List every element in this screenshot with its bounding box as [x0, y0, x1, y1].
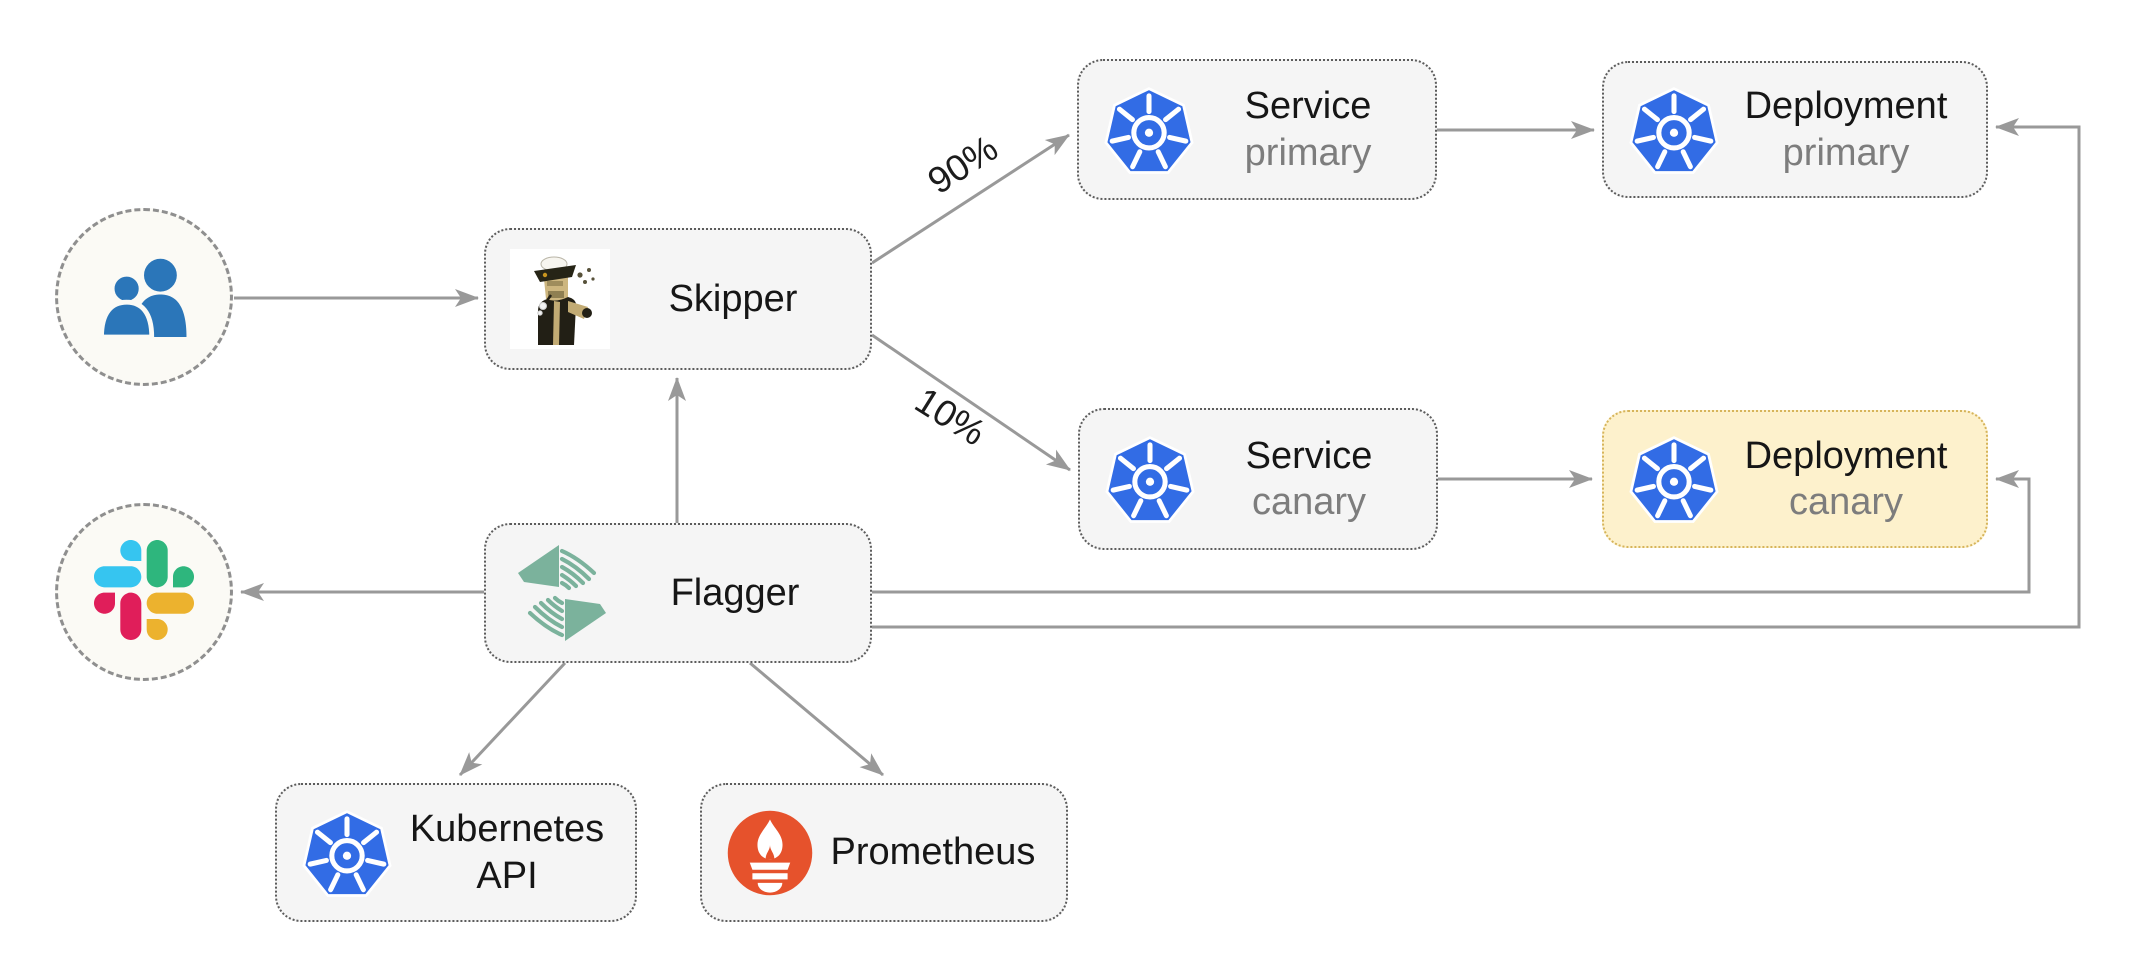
edge-skipper-service-canary: [871, 333, 1071, 472]
deployment-primary-sublabel: primary: [1782, 131, 1910, 174]
deployment-canary-sublabel: canary: [1788, 481, 1904, 523]
deployment-primary-label: Deployment: [1744, 85, 1948, 128]
edge-skipper-service-primary: [871, 133, 1070, 265]
prometheus-icon: [726, 809, 814, 897]
edge-flagger-deployment-primary: [872, 118, 2081, 629]
flagger-label: Flagger: [670, 571, 800, 614]
skipper-icon: [510, 249, 610, 349]
edge-flagger-deployment-canary: [872, 470, 2031, 594]
service-canary-label: Service: [1245, 434, 1373, 477]
kubernetes-icon: [1628, 433, 1720, 525]
deployment-canary-label: Deployment: [1744, 434, 1948, 477]
skipper-label: Skipper: [668, 277, 798, 320]
edge-flagger-prometheus: [749, 661, 884, 777]
kubernetes-icon: [301, 807, 393, 899]
kubernetes-icon: [1103, 84, 1195, 176]
edge-flagger-kubernetes-api: [458, 661, 567, 777]
service-primary-node: Service primary: [1077, 59, 1437, 200]
service-primary-label: Service: [1244, 85, 1372, 128]
prometheus-label: Prometheus: [830, 831, 1036, 874]
deployment-primary-node: Deployment primary: [1602, 61, 1988, 198]
kubernetes-api-label: Kubernetes API: [409, 808, 605, 897]
users-icon: [88, 246, 200, 348]
service-primary-sublabel: primary: [1244, 131, 1372, 174]
kubernetes-icon: [1104, 433, 1196, 525]
users-node: [55, 208, 233, 386]
skipper-node: Skipper: [484, 228, 872, 370]
flagger-icon: [510, 541, 614, 645]
prometheus-node: Prometheus: [700, 783, 1068, 922]
kubernetes-api-node: Kubernetes API: [275, 783, 637, 922]
flagger-node: Flagger: [484, 523, 872, 663]
kubernetes-icon: [1628, 84, 1720, 176]
deployment-canary-node: Deployment canary: [1602, 410, 1988, 548]
slack-node: [55, 503, 233, 681]
slack-icon: [94, 539, 194, 645]
service-canary-node: Service canary: [1078, 408, 1438, 550]
service-canary-sublabel: canary: [1251, 481, 1367, 523]
